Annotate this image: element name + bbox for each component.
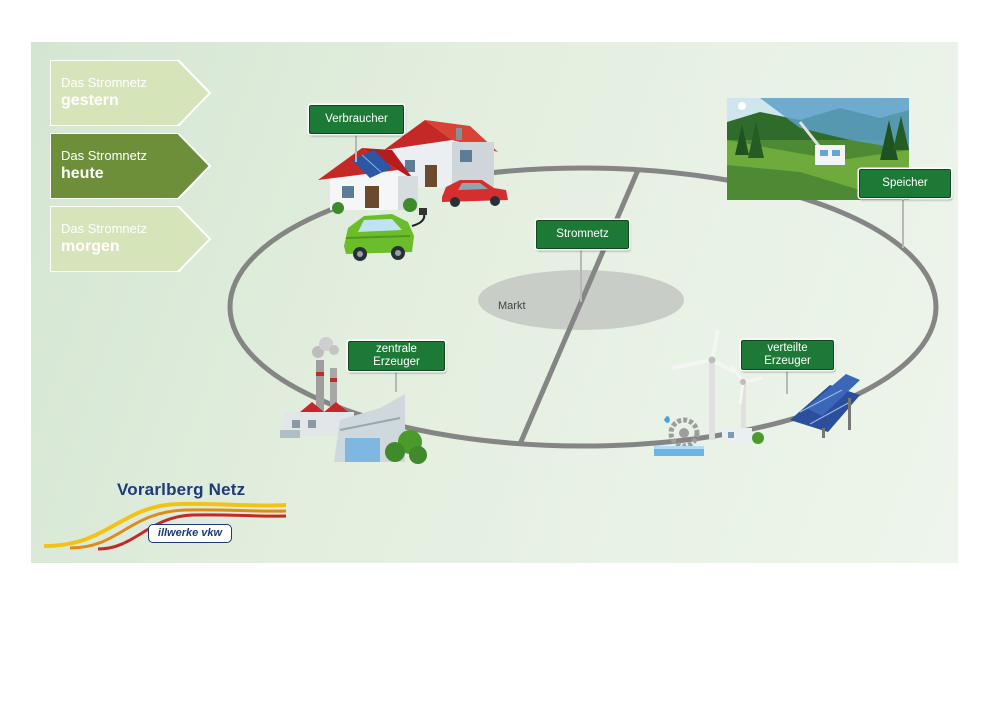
- tab-line2: heute: [61, 165, 104, 182]
- sign-label-line1: zentrale: [376, 343, 417, 355]
- tab-line1: Das Stromnetz: [61, 148, 147, 163]
- sign-post: [355, 132, 357, 162]
- arrow-tab-shape: [50, 206, 212, 272]
- consumer-illustration: [318, 120, 508, 261]
- sign-zentrale-erzeuger[interactable]: zentrale Erzeuger: [348, 341, 445, 371]
- central-generator-illustration: [280, 337, 427, 464]
- arrow-tab-shape: [50, 133, 212, 199]
- tab-line1: Das Stromnetz: [61, 221, 147, 236]
- sign-post: [786, 368, 788, 394]
- distributed-generator-illustration: [654, 329, 860, 456]
- arrow-tab-shape: [50, 60, 212, 126]
- tab-gestern[interactable]: Das Stromnetz gestern: [50, 60, 212, 126]
- logo-title: Vorarlberg Netz: [117, 480, 246, 499]
- sign-label-line1: verteilte: [767, 342, 808, 354]
- sign-label-line2: Erzeuger: [373, 356, 420, 368]
- sign-post: [902, 196, 904, 248]
- sign-post: [580, 246, 582, 302]
- sign-speicher[interactable]: Speicher: [859, 169, 951, 198]
- grid-ring: [227, 165, 939, 449]
- sign-verteilte-erzeuger[interactable]: verteilte Erzeuger: [741, 340, 834, 370]
- logo-swoosh: [43, 501, 287, 551]
- sign-label-line2: Erzeuger: [764, 355, 811, 367]
- logo-badge: illwerke vkw: [148, 524, 232, 543]
- tab-line2: morgen: [61, 238, 120, 255]
- sign-verbraucher[interactable]: Verbraucher: [309, 105, 404, 134]
- grid-divider: [517, 169, 641, 445]
- tab-morgen[interactable]: Das Stromnetz morgen: [50, 206, 212, 272]
- sign-stromnetz[interactable]: Stromnetz: [536, 220, 629, 249]
- market-label: Markt: [498, 300, 526, 312]
- sign-label: Stromnetz: [556, 228, 609, 240]
- sign-label: Verbraucher: [325, 113, 388, 125]
- sign-label: Speicher: [882, 177, 928, 189]
- tab-heute[interactable]: Das Stromnetz heute: [50, 133, 212, 199]
- tab-line2: gestern: [61, 92, 119, 109]
- tab-line1: Das Stromnetz: [61, 75, 147, 90]
- sign-post: [395, 368, 397, 392]
